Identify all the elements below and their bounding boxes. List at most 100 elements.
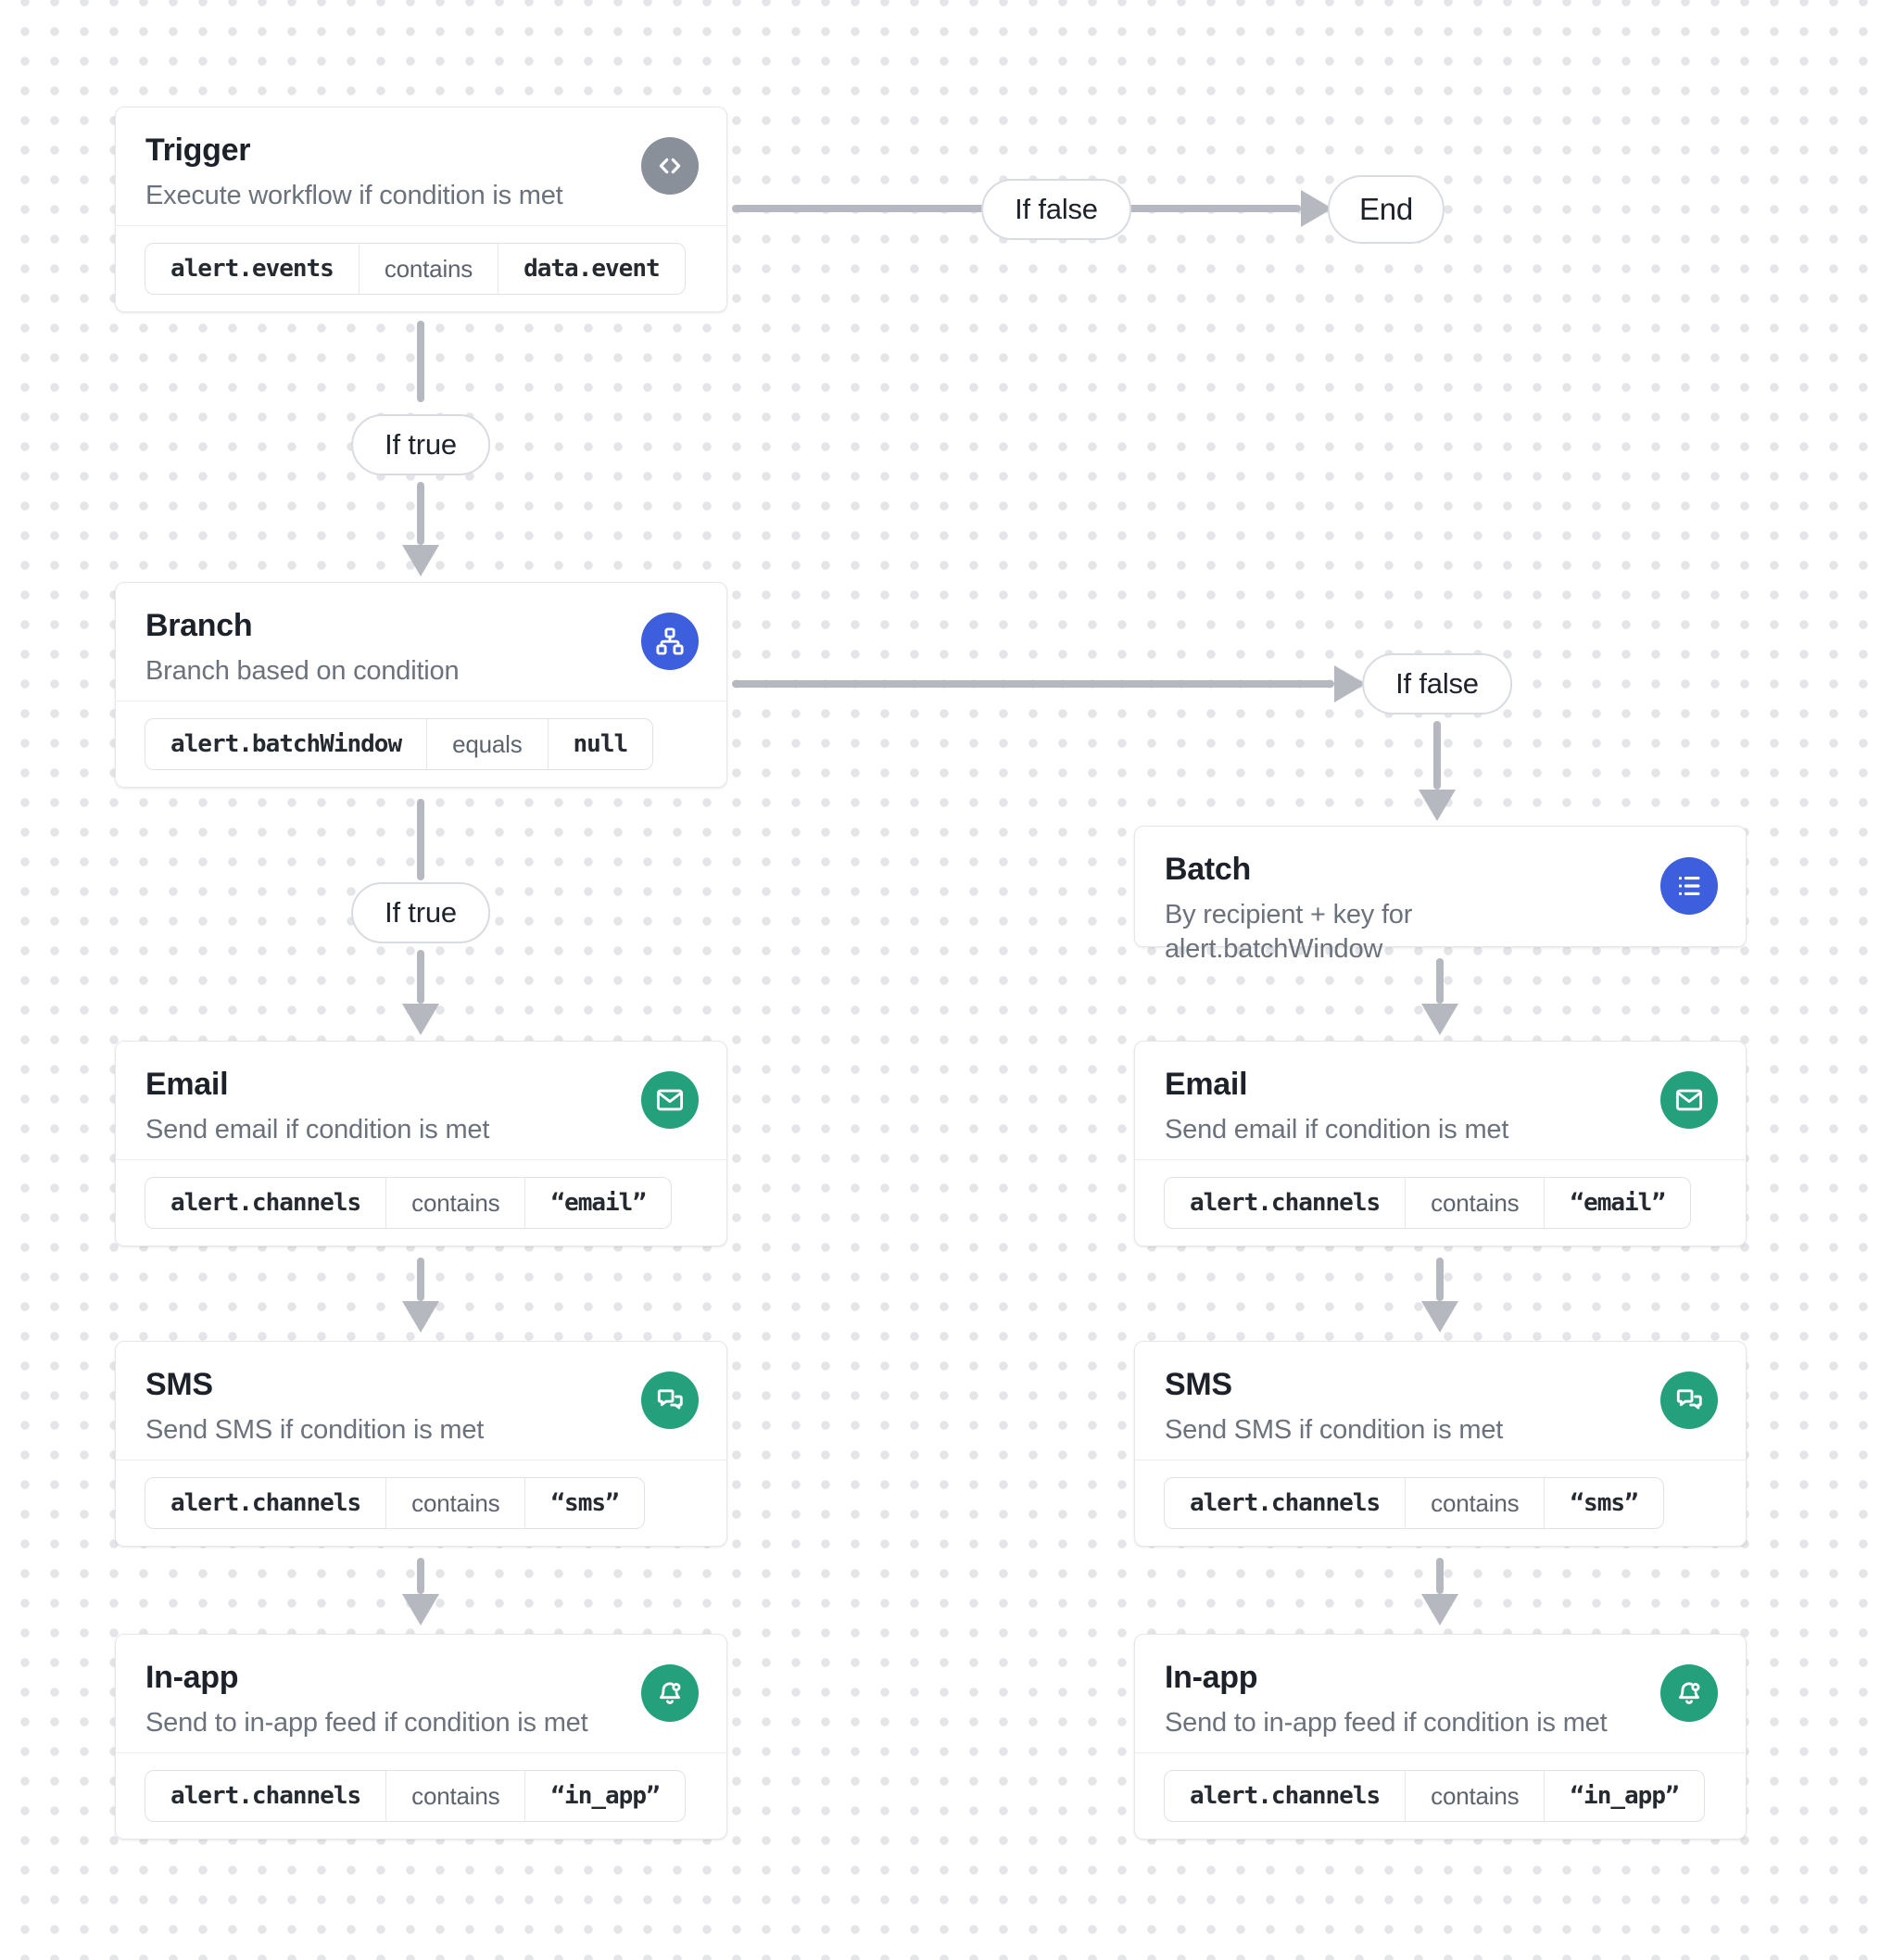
condition-value: data.event xyxy=(498,244,685,294)
condition-field: alert.channels xyxy=(1190,1189,1381,1217)
node-inapp-right[interactable]: In-app Send to in-app feed if condition … xyxy=(1134,1634,1747,1840)
condition-value: “email” xyxy=(524,1178,671,1228)
list-icon xyxy=(1660,857,1718,915)
connector-iftrue-to-email xyxy=(417,950,424,1004)
condition-field: alert.events xyxy=(170,255,334,283)
connector-trigger-to-iftrue xyxy=(417,321,424,402)
connector-email-to-sms-right xyxy=(1436,1258,1444,1301)
node-subtitle: Send to in-app feed if condition is met xyxy=(1165,1707,1608,1738)
connector-trigger-to-iffalse xyxy=(732,205,986,212)
email-icon xyxy=(1660,1071,1718,1129)
condition-bar: alert.events contains data.event xyxy=(145,243,686,295)
connector-iffalse-to-end xyxy=(1119,205,1301,212)
condition-bar: alert.channels contains “in_app” xyxy=(145,1770,686,1822)
email-icon xyxy=(641,1071,699,1129)
node-title: Email xyxy=(145,1067,229,1102)
arrowhead-icon xyxy=(1421,1004,1458,1035)
arrowhead-icon xyxy=(1419,790,1456,821)
node-sms-right[interactable]: SMS Send SMS if condition is met alert.c… xyxy=(1134,1341,1747,1547)
node-subtitle: Send SMS if condition is met xyxy=(145,1414,485,1445)
node-subtitle: Branch based on condition xyxy=(145,655,460,686)
edge-label-text: If false xyxy=(1015,193,1098,225)
condition-operator: contains xyxy=(385,1478,524,1528)
node-subtitle: Send SMS if condition is met xyxy=(1165,1414,1504,1445)
edge-label-if-false: If false xyxy=(981,179,1131,240)
condition-value: “sms” xyxy=(524,1478,643,1528)
condition-value: “in_app” xyxy=(1544,1771,1703,1821)
arrowhead-icon xyxy=(1421,1594,1458,1625)
sms-icon xyxy=(1660,1372,1718,1429)
node-branch[interactable]: Branch Branch based on condition alert.b… xyxy=(115,582,727,788)
condition-field: alert.channels xyxy=(170,1189,361,1217)
branch-icon xyxy=(641,613,699,670)
node-subtitle: Send to in-app feed if condition is met xyxy=(145,1707,588,1738)
condition-operator: contains xyxy=(1405,1178,1544,1228)
connector-iftrue-to-branch xyxy=(417,482,424,545)
condition-field: alert.channels xyxy=(170,1489,361,1517)
arrowhead-icon xyxy=(402,1004,439,1035)
condition-field: alert.batchWindow xyxy=(170,730,402,758)
edge-label-if-false: If false xyxy=(1362,653,1512,714)
edge-label-if-true: If true xyxy=(351,882,490,943)
node-title: SMS xyxy=(1165,1367,1232,1402)
node-title: Batch xyxy=(1165,852,1251,887)
condition-field: alert.channels xyxy=(1190,1489,1381,1517)
condition-bar: alert.channels contains “in_app” xyxy=(1164,1770,1705,1822)
connector-branch-to-iftrue xyxy=(417,799,424,880)
condition-operator: equals xyxy=(426,719,547,769)
node-email-right[interactable]: Email Send email if condition is met ale… xyxy=(1134,1041,1747,1246)
connector-sms-to-inapp-right xyxy=(1436,1558,1444,1594)
node-title: In-app xyxy=(1165,1660,1258,1695)
end-label: End xyxy=(1358,192,1414,226)
node-trigger[interactable]: Trigger Execute workflow if condition is… xyxy=(115,107,727,312)
condition-operator: contains xyxy=(1405,1478,1544,1528)
node-title: In-app xyxy=(145,1660,239,1695)
connector-sms-to-inapp-left xyxy=(417,1558,424,1594)
node-title: Trigger xyxy=(145,133,251,168)
condition-value: “in_app” xyxy=(524,1771,684,1821)
condition-value: “email” xyxy=(1544,1178,1690,1228)
condition-bar: alert.channels contains “email” xyxy=(1164,1177,1691,1229)
connector-batch-to-email xyxy=(1436,958,1444,1004)
node-batch[interactable]: Batch By recipient + key for alert.batch… xyxy=(1134,826,1747,964)
condition-value: null xyxy=(547,719,653,769)
condition-bar: alert.batchWindow equals null xyxy=(145,718,654,770)
node-subtitle: Send email if condition is met xyxy=(145,1114,490,1144)
bell-icon xyxy=(641,1664,699,1722)
node-end[interactable]: End xyxy=(1327,175,1445,244)
edge-label-text: If true xyxy=(385,896,457,929)
edge-label-if-true: If true xyxy=(351,414,490,475)
connector-branch-to-iffalse xyxy=(732,680,1334,688)
condition-operator: contains xyxy=(385,1178,524,1228)
arrowhead-icon xyxy=(1421,1301,1458,1333)
node-title: SMS xyxy=(145,1367,213,1402)
node-subtitle: Execute workflow if condition is met xyxy=(145,180,563,210)
sms-icon xyxy=(641,1372,699,1429)
node-inapp-left[interactable]: In-app Send to in-app feed if condition … xyxy=(115,1634,727,1840)
arrowhead-icon xyxy=(402,1594,439,1625)
arrowhead-icon xyxy=(402,545,439,576)
node-subtitle: By recipient + key for alert.batchWindow xyxy=(1165,899,1413,965)
node-subtitle: Send email if condition is met xyxy=(1165,1114,1509,1144)
condition-bar: alert.channels contains “email” xyxy=(145,1177,672,1229)
node-title: Branch xyxy=(145,608,253,643)
condition-value: “sms” xyxy=(1544,1478,1662,1528)
arrowhead-icon xyxy=(1334,665,1366,702)
condition-field: alert.channels xyxy=(1190,1782,1381,1810)
code-icon xyxy=(641,137,699,195)
node-email-left[interactable]: Email Send email if condition is met ale… xyxy=(115,1041,727,1246)
node-sms-left[interactable]: SMS Send SMS if condition is met alert.c… xyxy=(115,1341,727,1547)
condition-bar: alert.channels contains “sms” xyxy=(1164,1477,1664,1529)
condition-operator: contains xyxy=(358,244,498,294)
edge-label-text: If true xyxy=(385,428,457,461)
condition-bar: alert.channels contains “sms” xyxy=(145,1477,645,1529)
arrowhead-icon xyxy=(402,1301,439,1333)
edge-label-text: If false xyxy=(1395,667,1479,700)
connector-iffalse-to-batch xyxy=(1433,721,1441,790)
node-title: Email xyxy=(1165,1067,1248,1102)
condition-field: alert.channels xyxy=(170,1782,361,1810)
bell-icon xyxy=(1660,1664,1718,1722)
condition-operator: contains xyxy=(385,1771,524,1821)
condition-operator: contains xyxy=(1405,1771,1544,1821)
